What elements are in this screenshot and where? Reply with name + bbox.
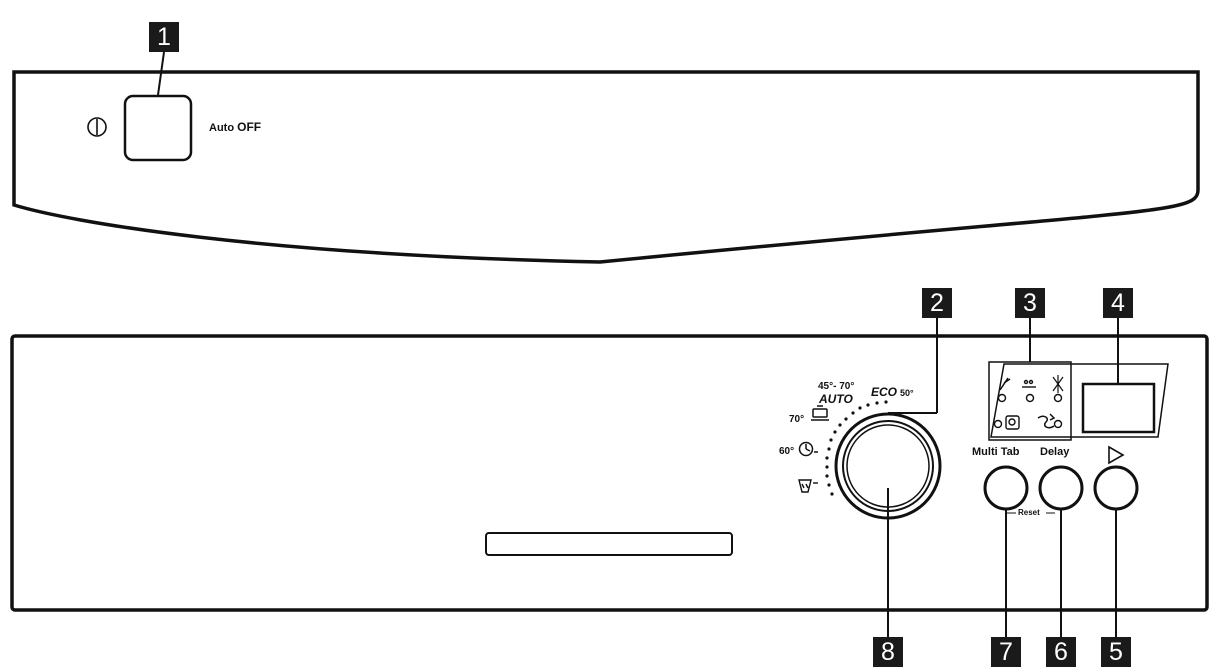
multi-tab-button[interactable] <box>983 465 1029 511</box>
delay-button[interactable] <box>1038 465 1084 511</box>
power-symbol-icon <box>87 117 107 137</box>
auto-off-label: Auto OFF <box>209 120 261 134</box>
rinse-aid-icon <box>999 377 1011 391</box>
program-quick-temp: 60° <box>779 446 795 457</box>
program-eco-label: ECO <box>871 385 898 399</box>
callout-4: 4 <box>1103 288 1133 318</box>
callout-5: 5 <box>1101 637 1131 667</box>
program-eco-temp: 50° <box>900 388 914 398</box>
indicator-panel-outline <box>990 363 1169 438</box>
top-panel-outline <box>12 70 1200 264</box>
program-intensive-temp: 70° <box>789 414 805 425</box>
indicator-lights <box>993 393 1063 429</box>
power-button[interactable] <box>123 94 193 162</box>
callout-1: 1 <box>149 22 179 52</box>
callout-7: 7 <box>991 637 1021 667</box>
auto-off-emphasis: OFF <box>237 120 262 134</box>
dial-scale-dots <box>825 400 888 496</box>
play-icon <box>1108 445 1125 465</box>
multi-tab-label: Multi Tab <box>972 446 1020 458</box>
door-handle-slot[interactable] <box>485 532 733 556</box>
program-auto-temp: 45°- 70° <box>818 381 855 392</box>
callout-8: 8 <box>873 637 903 667</box>
callout-1-leader <box>157 51 165 96</box>
callout-3: 3 <box>1015 288 1045 318</box>
prewash-icon <box>798 479 818 493</box>
pot-icon <box>811 405 829 421</box>
callout-2: 2 <box>922 288 952 318</box>
dishwasher-tablet-icon <box>1005 415 1020 430</box>
callout-6: 6 <box>1046 637 1076 667</box>
display-window <box>1081 382 1156 434</box>
start-button[interactable] <box>1093 465 1139 511</box>
clock-icon <box>798 441 818 457</box>
program-auto-label: AUTO <box>819 392 853 406</box>
bottom-panel-outline <box>10 334 1209 612</box>
half-load-icon <box>1052 375 1064 393</box>
salt-icon <box>1022 379 1036 388</box>
delay-label: Delay <box>1040 446 1070 458</box>
reset-label: Reset <box>1018 508 1040 517</box>
water-supply-icon <box>1037 413 1056 429</box>
auto-off-text: Auto <box>209 122 235 134</box>
